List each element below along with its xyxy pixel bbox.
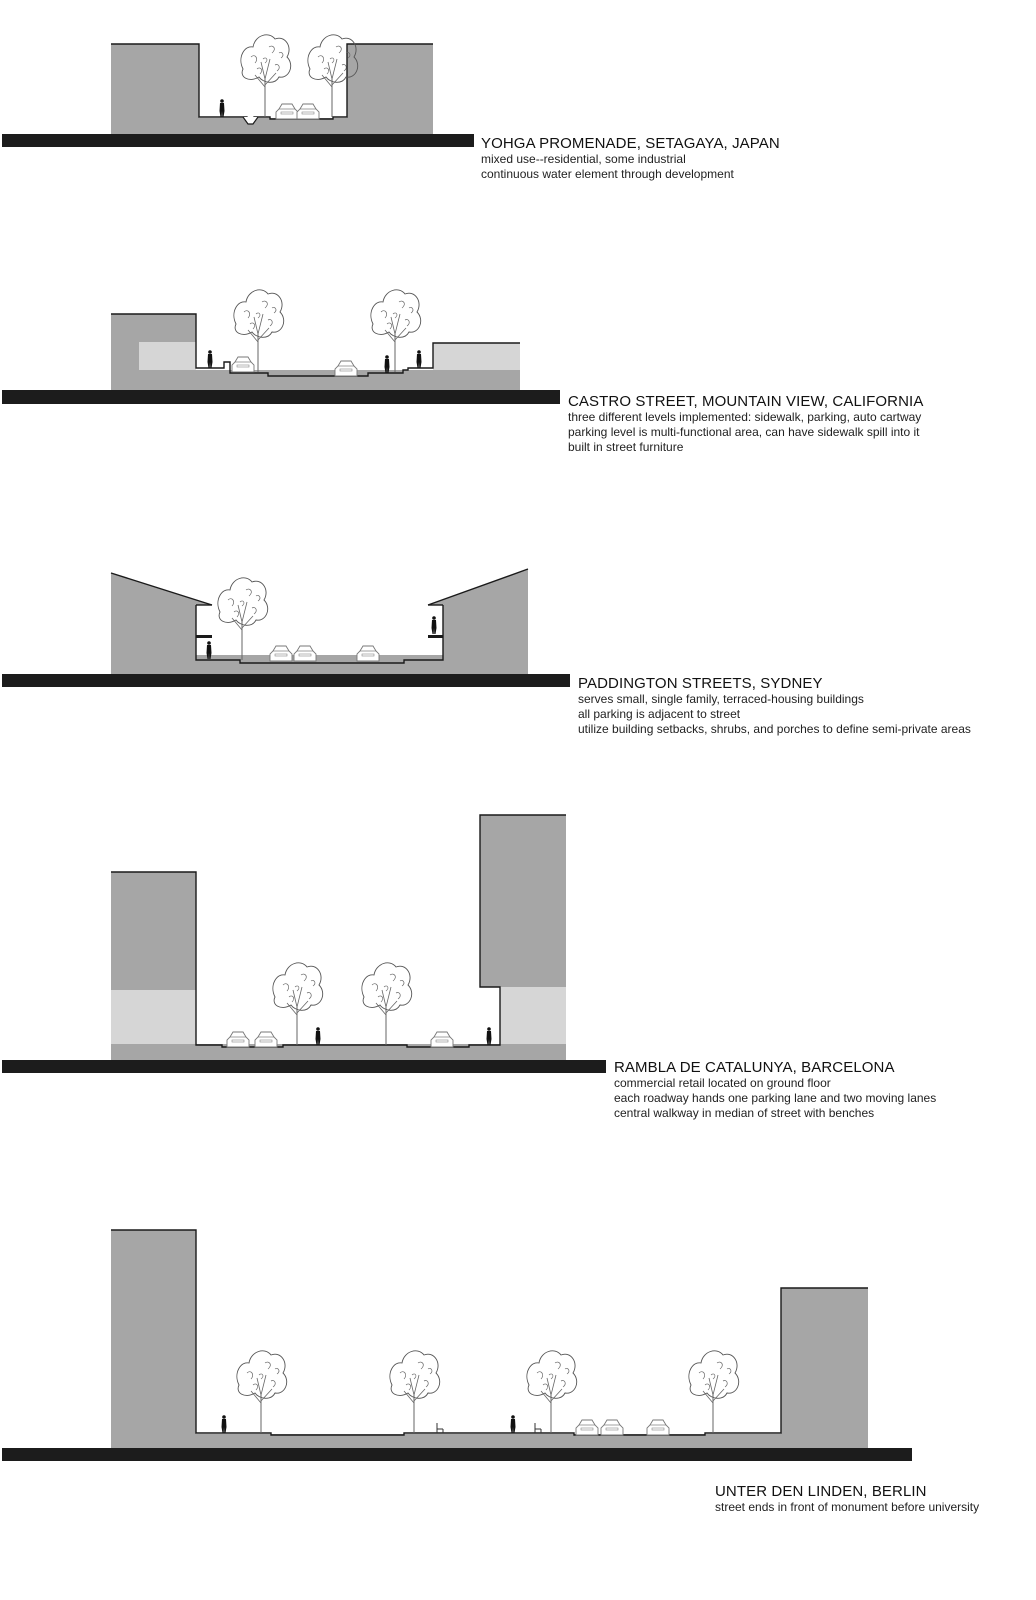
section-title: UNTER DEN LINDEN, BERLIN	[715, 1483, 927, 1500]
section-note: built in street furniture	[568, 440, 684, 454]
caption-yohga: YOHGA PROMENADE, SETAGAYA, JAPAN mixed u…	[481, 135, 780, 182]
building-left	[111, 44, 199, 134]
section-drawing-yohga	[2, 34, 474, 147]
section-note: street ends in front of monument before …	[715, 1500, 980, 1514]
street-section-paddington: PADDINGTON STREETS, SYDNEY serves small,…	[0, 560, 1036, 750]
street-section-unter-den-linden: UNTER DEN LINDEN, BERLIN street ends in …	[0, 1200, 1036, 1600]
section-note: each roadway hands one parking lane and …	[614, 1091, 937, 1105]
section-note: continuous water element through develop…	[481, 167, 734, 181]
section-note: mixed use--residential, some industrial	[481, 152, 686, 166]
caption-paddington: PADDINGTON STREETS, SYDNEY serves small,…	[578, 675, 971, 737]
section-drawing-paddington	[2, 568, 570, 687]
ground-bar	[2, 674, 570, 687]
section-note: utilize building setbacks, shrubs, and p…	[578, 722, 971, 736]
caption-castro: CASTRO STREET, MOUNTAIN VIEW, CALIFORNIA…	[568, 393, 923, 455]
section-drawing-unter-den-linden	[2, 1229, 912, 1461]
caption-rambla: RAMBLA DE CATALUNYA, BARCELONA commercia…	[614, 1059, 936, 1121]
section-title: RAMBLA DE CATALUNYA, BARCELONA	[614, 1059, 895, 1076]
section-note: three different levels implemented: side…	[568, 410, 922, 424]
street-section-rambla: RAMBLA DE CATALUNYA, BARCELONA commercia…	[0, 800, 1036, 1130]
ground-bar	[2, 1448, 912, 1461]
section-drawing-castro	[2, 289, 560, 404]
section-title: CASTRO STREET, MOUNTAIN VIEW, CALIFORNIA	[568, 393, 924, 410]
section-note: commercial retail located on ground floo…	[614, 1076, 831, 1090]
caption-unter-den-linden: UNTER DEN LINDEN, BERLIN street ends in …	[715, 1483, 979, 1515]
street-section-yohga: YOHGA PROMENADE, SETAGAYA, JAPAN mixed u…	[0, 0, 1036, 200]
ground-bar	[2, 1060, 606, 1073]
ground-bar	[2, 134, 474, 147]
section-note: serves small, single family, terraced-ho…	[578, 692, 864, 706]
section-note: all parking is adjacent to street	[578, 707, 741, 721]
section-note: central walkway in median of street with…	[614, 1106, 875, 1120]
ground-bar	[2, 390, 560, 404]
street-section-castro: CASTRO STREET, MOUNTAIN VIEW, CALIFORNIA…	[0, 280, 1036, 470]
building-right	[347, 44, 433, 134]
section-drawing-rambla	[2, 814, 606, 1073]
section-note: parking level is multi-functional area, …	[568, 425, 920, 439]
section-title: YOHGA PROMENADE, SETAGAYA, JAPAN	[481, 135, 780, 152]
section-title: PADDINGTON STREETS, SYDNEY	[578, 675, 823, 692]
